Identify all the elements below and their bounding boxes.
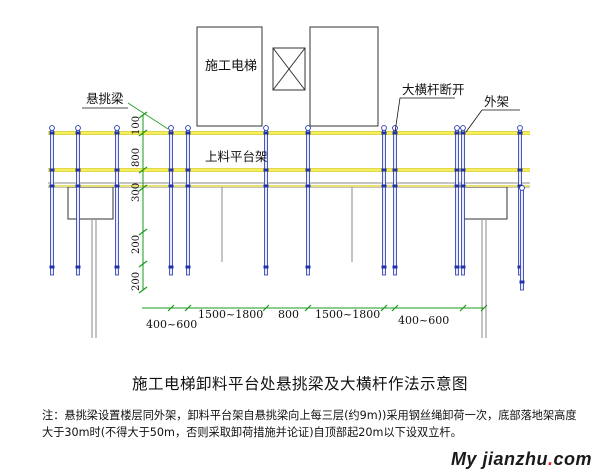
dim-h-middle: 800 <box>278 308 299 321</box>
pole <box>114 125 120 276</box>
dimension-tick <box>380 304 388 312</box>
dimension-ticks <box>138 111 488 312</box>
pole <box>305 125 311 276</box>
dimension-tick <box>138 260 148 268</box>
dimension-tick <box>138 129 148 137</box>
leaders <box>82 97 520 133</box>
pole <box>392 125 398 276</box>
pole <box>263 125 269 276</box>
pole <box>381 125 387 276</box>
dimension-tick <box>138 184 148 192</box>
dimension-tick <box>138 286 148 294</box>
dimension-tick <box>184 304 192 312</box>
elevator-structure <box>196 26 379 127</box>
dimension-lines <box>127 102 484 309</box>
dim-v-300: 300 <box>131 183 142 202</box>
pole <box>75 125 81 276</box>
dim-h-span-right: 1500~1800 <box>315 308 380 321</box>
scaffold-diagram: 施工电梯 悬挑梁 大横杆断开 外架 上料平台架 <box>48 26 530 338</box>
pole <box>460 125 466 276</box>
dimension-tick <box>262 304 270 312</box>
pole <box>168 125 174 276</box>
elevator-label: 施工电梯 <box>205 59 257 74</box>
diagram-note: 注：悬挑梁设置楼层同外架，卸料平台架自悬挑梁向上每三层(约9m))采用钢丝绳卸荷… <box>42 409 577 439</box>
diagram-caption: 施工电梯卸料平台处悬挑梁及大横杆作法示意图 <box>131 375 468 393</box>
outer-frame-label: 外架 <box>484 94 509 109</box>
dim-h-left: 400~600 <box>146 318 197 331</box>
bar-break-label: 大横杆断开 <box>402 82 465 97</box>
dim-v-200a: 200 <box>131 235 142 254</box>
watermark-site: jianzhu <box>482 449 548 469</box>
dim-h-right: 400~600 <box>398 314 449 327</box>
dimension-tick <box>138 228 148 236</box>
pole <box>49 125 55 276</box>
dim-h-span-left: 1500~1800 <box>198 308 263 321</box>
pole <box>185 125 191 276</box>
dimension-tick <box>480 304 488 312</box>
dim-v-800: 800 <box>131 148 142 167</box>
dimension-tick <box>304 304 312 312</box>
dimension-tick <box>167 304 175 312</box>
watermark-suffix: com <box>553 449 592 469</box>
dimension-tick <box>138 111 148 119</box>
pole <box>519 185 525 291</box>
horizontal-bars <box>48 131 530 187</box>
dim-v-100: 100 <box>131 116 142 135</box>
poles <box>49 125 525 291</box>
dimension-tick <box>459 304 467 312</box>
platform-label: 上料平台架 <box>205 149 268 164</box>
cantilever-beam-label: 悬挑梁 <box>86 91 124 106</box>
dimension-tick <box>391 304 399 312</box>
site-watermark: My jianzhu.com <box>450 449 592 469</box>
dimension-tick <box>138 166 148 174</box>
pole <box>454 125 460 276</box>
watermark-prefix: My <box>450 449 477 469</box>
dim-v-200b: 200 <box>131 272 142 291</box>
